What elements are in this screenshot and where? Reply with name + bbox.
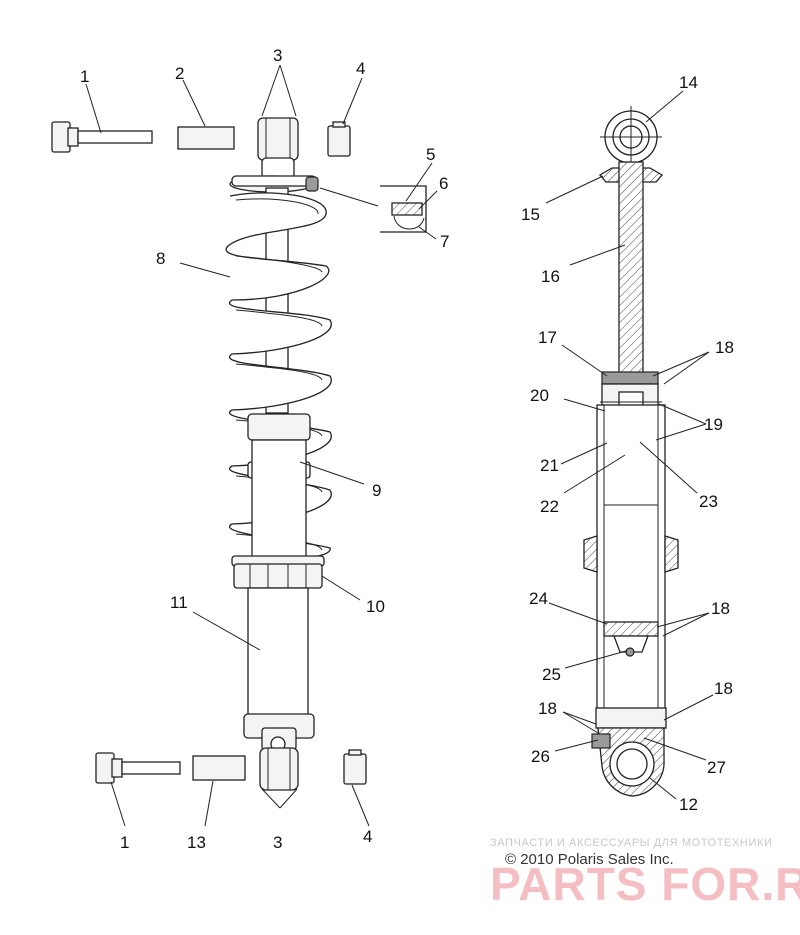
label-7: 7: [440, 232, 449, 251]
lower-eye: [259, 727, 299, 791]
nut-bottom: [343, 749, 367, 785]
label-3-top: 3: [273, 46, 282, 65]
floating-piston-section: [603, 621, 659, 657]
label-18-lower: 18: [714, 679, 733, 698]
label-27: 27: [707, 758, 726, 777]
label-20: 20: [530, 386, 549, 405]
detail-clip: [380, 185, 427, 233]
label-15: 15: [521, 205, 540, 224]
label-14: 14: [679, 73, 698, 92]
spacer-bottom: [192, 755, 246, 781]
upper-eye-section: [600, 106, 662, 168]
label-1-top: 1: [80, 67, 89, 86]
callout-labels: 1 2 3 4 5 6 7 8 9 10 11 1 13 3 4 14 15 1…: [80, 46, 734, 852]
label-1-bottom: 1: [120, 833, 129, 852]
label-8: 8: [156, 249, 165, 268]
label-24: 24: [529, 589, 548, 608]
spacer-top: [177, 126, 235, 150]
upper-eye: [261, 157, 295, 179]
label-10: 10: [366, 597, 385, 616]
label-18-top: 18: [715, 338, 734, 357]
nut-top: [327, 121, 351, 157]
bottom-cap-section: [595, 707, 667, 729]
bushing-top: [257, 117, 299, 161]
leader-lines: [85, 64, 714, 827]
label-5: 5: [426, 145, 435, 164]
body-tube-section: [596, 404, 666, 726]
label-4-bottom: 4: [363, 827, 372, 846]
copyright-text: © 2010 Polaris Sales Inc.: [505, 851, 674, 868]
label-16: 16: [541, 267, 560, 286]
label-25: 25: [542, 665, 561, 684]
watermark-tagline: ЗАПЧАСТИ И АКСЕССУАРЫ ДЛЯ МОТОТЕХНИКИ: [490, 837, 773, 849]
label-9: 9: [372, 481, 381, 500]
label-12: 12: [679, 795, 698, 814]
shock-body: [243, 587, 315, 739]
label-19: 19: [704, 415, 723, 434]
label-17: 17: [538, 328, 557, 347]
watermark-logo: PARTS FOR.RU: [490, 858, 800, 910]
lower-eye-section: [591, 727, 665, 797]
label-13: 13: [187, 833, 206, 852]
shock-body-upper: [251, 439, 307, 566]
label-6: 6: [439, 174, 448, 193]
side-nut-right: [664, 535, 679, 573]
label-4-top: 4: [356, 59, 365, 78]
spring-retainer-top: [229, 175, 319, 193]
label-18-bottom: 18: [538, 699, 557, 718]
label-23: 23: [699, 492, 718, 511]
shaft-section: [618, 161, 644, 393]
label-21: 21: [540, 456, 559, 475]
bolt-bottom: [95, 752, 181, 784]
shock-shaft: [265, 187, 289, 414]
label-2: 2: [175, 64, 184, 83]
side-nut-left: [583, 535, 598, 573]
label-22: 22: [540, 497, 559, 516]
label-26: 26: [531, 747, 550, 766]
label-18-mid: 18: [711, 599, 730, 618]
label-3-bottom: 3: [273, 833, 282, 852]
bolt-top: [51, 121, 153, 153]
spring-adjuster-nut: [231, 555, 325, 589]
label-11: 11: [170, 593, 188, 612]
